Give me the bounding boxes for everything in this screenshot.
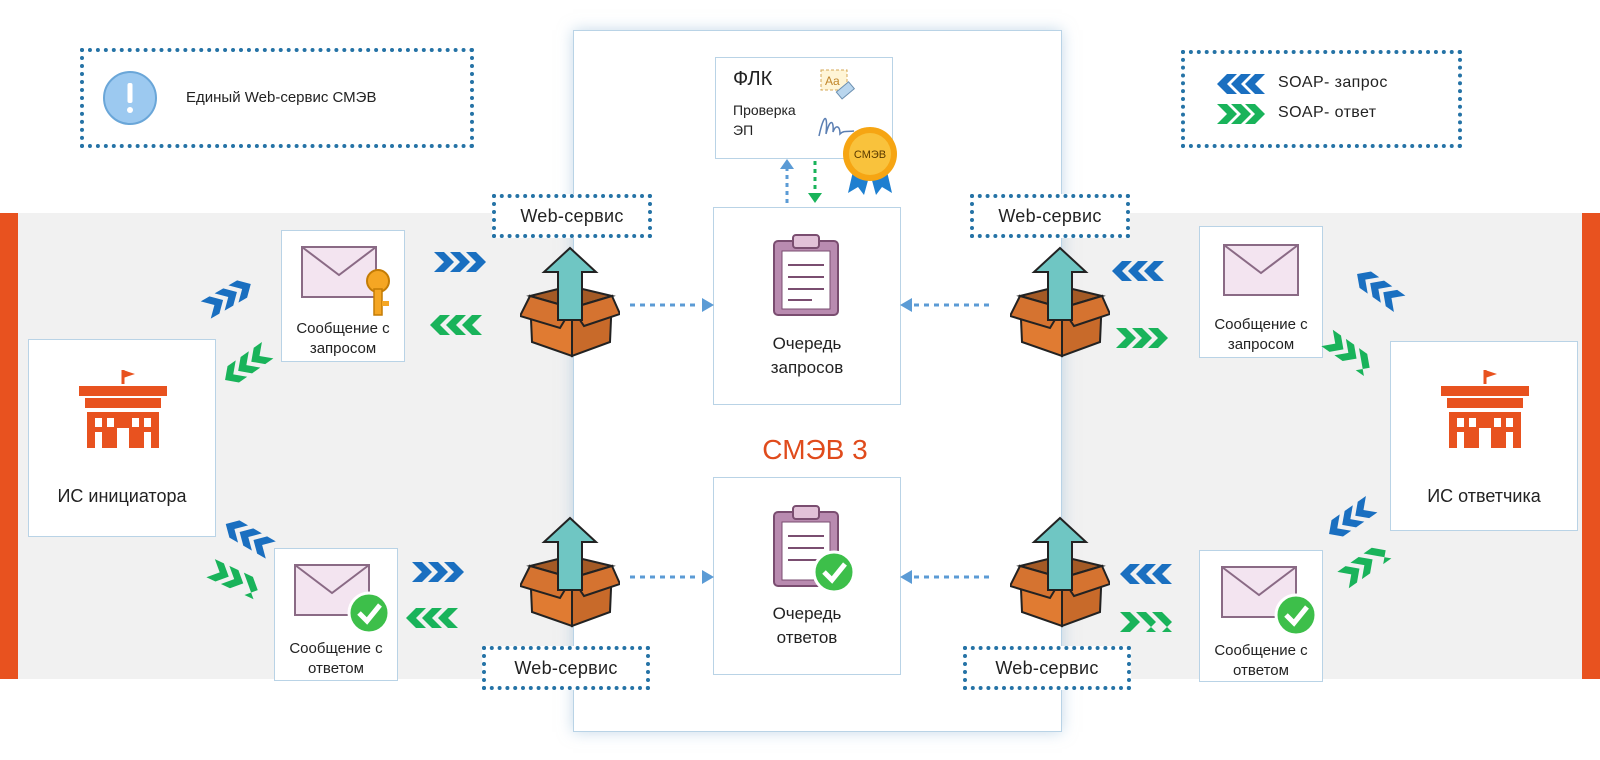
web-service-label-bottom-left: Web-сервис	[482, 646, 650, 690]
smev-seal-icon: СМЭВ	[843, 127, 897, 195]
spellcheck-icon: Aa	[820, 69, 856, 100]
soap-request-arrow	[412, 562, 464, 582]
queue-requests-line2: запросов	[770, 358, 844, 377]
legend-response-label: SOAP- ответ	[1278, 104, 1377, 121]
soap-response-arrow	[430, 315, 482, 335]
legend-request-label: SOAP- запрос	[1278, 74, 1388, 91]
flk-check-arrows	[780, 159, 822, 203]
queue-responses-line1: Очередь	[772, 604, 842, 623]
svg-text:Aa: Aa	[825, 74, 840, 88]
arrow-to-queue-requests-right	[900, 298, 994, 312]
web-service-box-icon-bottom-right	[1010, 516, 1110, 628]
soap-request-arrow	[1329, 496, 1378, 537]
smev3-title: СМЭВ 3	[762, 434, 868, 465]
arrow-to-queue-requests-left	[630, 298, 714, 312]
soap-request-arrow	[434, 252, 486, 272]
web-service-box-icon-top-right	[1010, 246, 1110, 358]
web-service-label-bottom-right: Web-сервис	[963, 646, 1131, 690]
queue-responses: Очередь ответов	[713, 477, 901, 675]
soap-response-arrow	[225, 342, 274, 383]
envelope-key-icon	[301, 246, 390, 316]
building-icon	[79, 370, 167, 448]
responder-system: ИС ответчика	[1390, 341, 1578, 531]
web-service-label-top-right: Web-сервис	[970, 194, 1130, 238]
initiator-label: ИС инициатора	[57, 486, 187, 506]
queue-responses-line2: ответов	[776, 628, 838, 647]
message-response-right-line2: ответом	[1233, 662, 1289, 679]
soap-response-arrow	[1116, 328, 1168, 348]
web-service-box-icon-bottom-left	[520, 516, 620, 628]
queue-requests: Очередь запросов	[713, 207, 901, 405]
clipboard-check-icon	[773, 505, 856, 594]
arrow-to-queue-responses-left	[630, 570, 714, 584]
message-request-left-line1: Сообщение с	[296, 320, 390, 337]
message-response-left-line1: Сообщение с	[289, 640, 383, 657]
message-response-left: Сообщение с ответом	[274, 548, 398, 681]
soap-request-arrow	[225, 520, 276, 559]
message-request-right: Сообщение с запросом	[1199, 226, 1323, 358]
building-icon	[1441, 370, 1529, 448]
soap-response-arrow-icon	[1217, 104, 1265, 124]
web-service-label-top-left: Web-сервис	[492, 194, 652, 238]
signature-icon	[818, 117, 855, 137]
message-response-right: Сообщение с ответом	[1199, 550, 1323, 682]
arrow-to-queue-responses-right	[900, 570, 994, 584]
right-rail	[1582, 213, 1600, 679]
legend-unified-label: Единый Web-сервис СМЭВ	[186, 89, 377, 106]
left-rail	[0, 213, 18, 679]
flk-title: ФЛК	[733, 68, 773, 90]
message-request-left-line2: запросом	[309, 340, 377, 357]
message-request-left: Сообщение с запросом	[281, 230, 405, 362]
queue-requests-line1: Очередь	[772, 334, 842, 353]
soap-response-arrow	[1337, 547, 1392, 589]
message-response-right-line1: Сообщение с	[1214, 642, 1308, 659]
soap-request-arrow-icon	[1217, 74, 1265, 94]
seal-label: СМЭВ	[854, 149, 886, 161]
soap-response-arrow	[406, 608, 458, 628]
flk-line1: Проверка	[733, 102, 796, 118]
soap-request-arrow	[1112, 261, 1164, 281]
flk-line2: ЭП	[733, 122, 754, 138]
soap-request-arrow	[1120, 564, 1172, 584]
envelope-icon	[1223, 244, 1299, 296]
initiator-system: ИС инициатора	[28, 339, 216, 537]
info-icon	[103, 71, 157, 125]
message-response-left-line2: ответом	[308, 660, 364, 677]
soap-response-arrow	[206, 559, 258, 600]
soap-request-arrow	[1357, 271, 1406, 312]
soap-response-arrow	[1321, 329, 1370, 376]
envelope-check-icon	[1221, 566, 1318, 637]
message-request-right-line2: запросом	[1227, 336, 1295, 353]
clipboard-icon	[773, 234, 839, 316]
web-service-box-icon-top-left	[520, 246, 620, 358]
soap-request-arrow	[200, 280, 251, 319]
legend-unified-web-service: Единый Web-сервис СМЭВ	[80, 48, 474, 148]
responder-label: ИС ответчика	[1427, 486, 1541, 506]
legend-soap: SOAP- запрос SOAP- ответ	[1181, 50, 1462, 148]
soap-response-arrow	[1120, 612, 1172, 632]
envelope-check-icon	[294, 564, 391, 635]
message-request-right-line1: Сообщение с	[1214, 316, 1308, 333]
